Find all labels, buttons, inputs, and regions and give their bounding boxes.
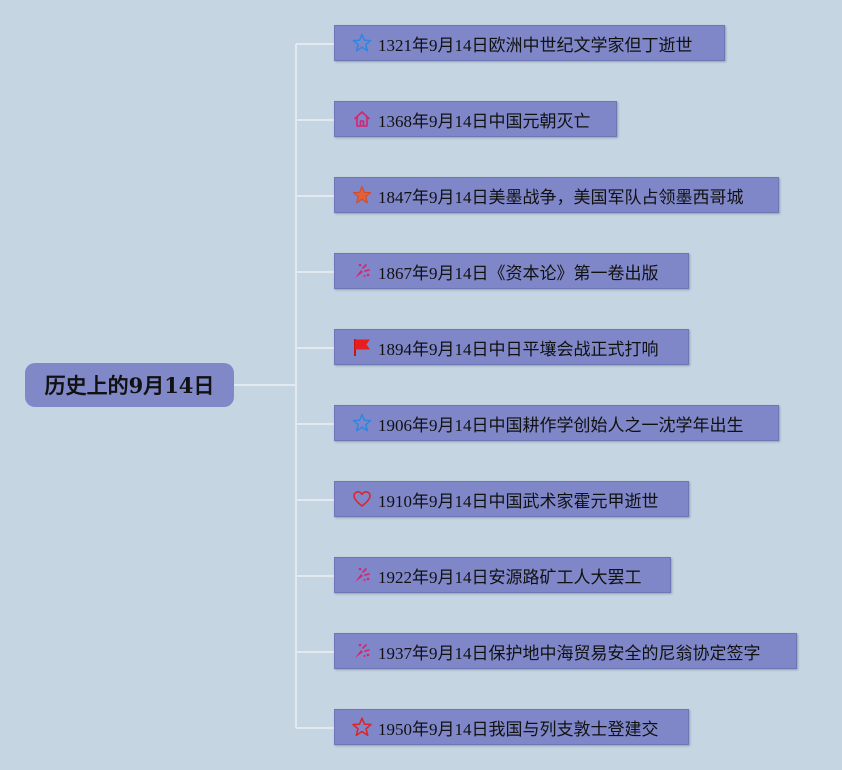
event-label: 1950年9月14日我国与列支敦士登建交 bbox=[378, 719, 659, 739]
event-label: 1910年9月14日中国武术家霍元甲逝世 bbox=[378, 491, 659, 511]
star-outline-icon bbox=[352, 33, 372, 53]
flag-icon bbox=[352, 337, 372, 357]
event-node[interactable]: 1867年9月14日《资本论》第一卷出版 bbox=[334, 253, 689, 289]
star-red-outline-icon bbox=[352, 717, 372, 737]
event-label: 1922年9月14日安源路矿工人大罢工 bbox=[378, 567, 642, 587]
root-topic-label: 历史上的9月14日 bbox=[44, 373, 215, 398]
party-popper-icon bbox=[352, 641, 372, 661]
event-label: 1321年9月14日欧洲中世纪文学家但丁逝世 bbox=[378, 35, 693, 55]
party-popper-icon bbox=[352, 565, 372, 585]
event-node[interactable]: 1847年9月14日美墨战争，美国军队占领墨西哥城 bbox=[334, 177, 779, 213]
event-node[interactable]: 1321年9月14日欧洲中世纪文学家但丁逝世 bbox=[334, 25, 725, 61]
heart-outline-icon bbox=[352, 489, 372, 509]
event-node[interactable]: 1894年9月14日中日平壤会战正式打响 bbox=[334, 329, 689, 365]
party-popper-icon bbox=[352, 261, 372, 281]
star-filled-icon bbox=[352, 185, 372, 205]
root-topic[interactable]: 历史上的9月14日 bbox=[25, 363, 234, 407]
event-node[interactable]: 1922年9月14日安源路矿工人大罢工 bbox=[334, 557, 671, 593]
event-node[interactable]: 1950年9月14日我国与列支敦士登建交 bbox=[334, 709, 689, 745]
event-node[interactable]: 1910年9月14日中国武术家霍元甲逝世 bbox=[334, 481, 689, 517]
event-node[interactable]: 1368年9月14日中国元朝灭亡 bbox=[334, 101, 617, 137]
event-node[interactable]: 1937年9月14日保护地中海贸易安全的尼翁协定签字 bbox=[334, 633, 797, 669]
event-node[interactable]: 1906年9月14日中国耕作学创始人之一沈学年出生 bbox=[334, 405, 779, 441]
home-icon bbox=[352, 109, 372, 129]
event-label: 1937年9月14日保护地中海贸易安全的尼翁协定签字 bbox=[378, 643, 761, 663]
event-label: 1894年9月14日中日平壤会战正式打响 bbox=[378, 339, 659, 359]
event-label: 1867年9月14日《资本论》第一卷出版 bbox=[378, 263, 659, 283]
event-label: 1906年9月14日中国耕作学创始人之一沈学年出生 bbox=[378, 415, 744, 435]
star-outline-icon bbox=[352, 413, 372, 433]
event-label: 1847年9月14日美墨战争，美国军队占领墨西哥城 bbox=[378, 187, 744, 207]
event-label: 1368年9月14日中国元朝灭亡 bbox=[378, 111, 591, 131]
